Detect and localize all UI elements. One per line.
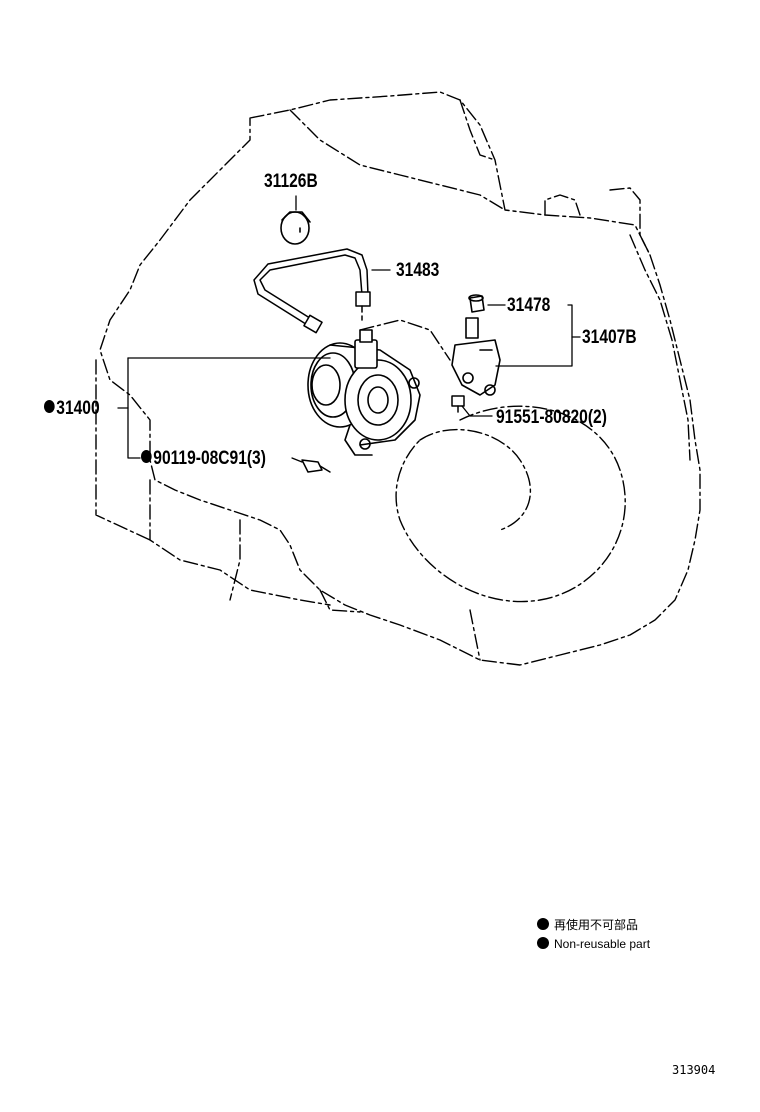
legend-dot-icon <box>537 937 549 949</box>
figure-number: 313904 <box>672 1063 716 1077</box>
part-number-31126B: 31126B <box>264 171 318 192</box>
clutch-line-drawing <box>253 248 371 334</box>
bolt-drawings <box>301 395 465 473</box>
legend-english: Non-reusable part <box>537 937 650 950</box>
legend-japanese: 再使用不可部品 <box>537 918 638 931</box>
release-cylinder-drawing <box>307 329 421 456</box>
non-reusable-dot-icon <box>44 400 55 413</box>
part-number-31407B: 31407B <box>582 327 637 348</box>
part-number-90119-row: 90119-08C91(3) <box>141 449 266 468</box>
bleeder-cap-drawing <box>468 294 485 313</box>
housing-outline <box>95 91 701 666</box>
legend-english-text: Non-reusable part <box>554 937 651 951</box>
plug-drawing <box>280 211 311 245</box>
non-reusable-dot-icon <box>141 450 152 463</box>
part-number-31400-row: 31400 <box>44 399 100 418</box>
part-number-91551: 91551-80820(2) <box>496 407 607 428</box>
bell-housing-ring <box>359 319 626 603</box>
legend-dot-icon <box>537 918 549 930</box>
part-number-31478: 31478 <box>507 295 551 316</box>
part-number-31483: 31483 <box>396 260 440 281</box>
legend-japanese-text: 再使用不可部品 <box>554 918 639 932</box>
leader-lines <box>117 195 581 463</box>
bleeder-valve-drawing <box>451 317 501 396</box>
part-number-31400: 31400 <box>56 398 100 419</box>
part-number-90119: 90119-08C91(3) <box>153 448 266 469</box>
